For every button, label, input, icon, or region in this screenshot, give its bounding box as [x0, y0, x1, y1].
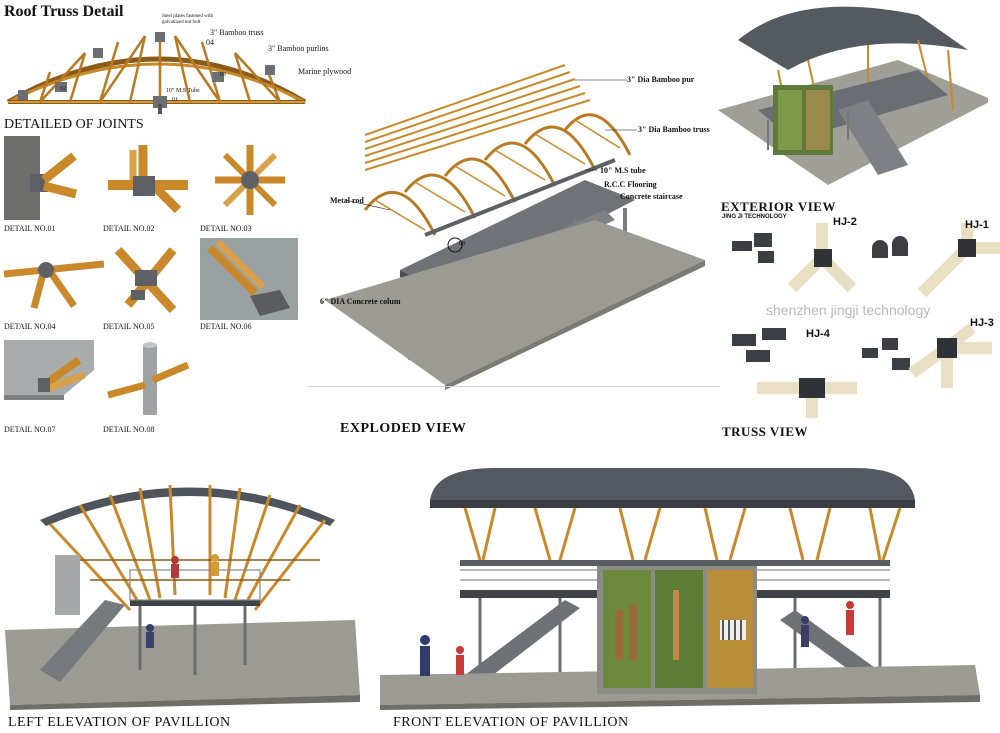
exploded-label-ms-tube: 10" M.S tube — [600, 166, 646, 175]
exploded-label-truss: 3" Dia Bamboo truss — [638, 125, 710, 134]
callout-marine-plywood: Marine plywood — [298, 67, 352, 76]
left-elevation-caption: LEFT ELEVATION OF PAVILLION — [8, 715, 231, 730]
detail-07-caption: DETAIL NO.07 — [4, 425, 56, 434]
part-label-hj-1: HJ-1 — [965, 219, 989, 231]
part-label-hj-4: HJ-4 — [806, 328, 830, 340]
callout-bamboo-truss: 3" Bamboo truss — [210, 28, 264, 37]
truss-view-watermark: shenzhen jingji technology — [766, 302, 931, 318]
detail-03-caption: DETAIL NO.03 — [200, 224, 252, 233]
callout-num-01: 01 — [172, 97, 178, 103]
front-elevation-caption: FRONT ELEVATION OF PAVILLION — [393, 715, 629, 730]
callout-num-02: 02 — [60, 86, 66, 92]
detail-05-caption: DETAIL NO.05 — [103, 322, 155, 331]
joints-heading: DETAILED OF JOINTS — [4, 117, 144, 132]
exploded-marker-08: 08 — [459, 241, 465, 247]
truss-view-drawing — [732, 223, 1000, 418]
callout-ms-tube: 10" M.S Tube — [166, 88, 200, 94]
detail-04-caption: DETAIL NO.04 — [4, 322, 56, 331]
detail-04-drawing — [4, 260, 104, 309]
exploded-label-flooring: R.C.C Flooring — [604, 180, 657, 189]
detail-03-drawing — [215, 145, 285, 215]
exterior-view-drawing — [718, 6, 988, 185]
exploded-label-metal-rod: Metal rod — [330, 196, 364, 205]
detail-05-drawing — [114, 246, 177, 314]
detail-08-drawing — [107, 342, 190, 415]
detail-06-drawing — [200, 238, 298, 320]
detail-01-drawing — [4, 136, 78, 220]
exterior-view-caption: EXTERIOR VIEW — [721, 199, 836, 214]
detail-01-caption: DETAIL NO.01 — [4, 224, 56, 233]
detail-07-drawing — [4, 340, 94, 400]
truss-view-caption: TRUSS VIEW — [722, 424, 809, 439]
roof-truss-drawing — [6, 32, 307, 114]
detail-08-caption: DETAIL NO.08 — [103, 425, 155, 434]
truss-title: Roof Truss Detail — [4, 3, 124, 20]
exploded-label-purlins: 3" Dia Bamboo pur — [627, 75, 695, 84]
left-elevation-drawing — [5, 484, 360, 710]
callout-num-04: 04 — [206, 38, 214, 47]
detail-02-drawing — [108, 145, 188, 214]
detail-02-caption: DETAIL NO.02 — [103, 224, 155, 233]
part-label-hj-3: HJ-3 — [970, 317, 994, 329]
callout-bamboo-purlins: 3" Bamboo purlins — [268, 44, 329, 53]
truss-view-brand: JING JI TECHNOLOGY — [722, 214, 787, 220]
callout-num-03: 03 — [220, 72, 226, 78]
exploded-view-caption: EXPLODED VIEW — [340, 421, 467, 436]
exploded-divider — [308, 386, 720, 387]
callout-steel-plates: Steel plates fastened with galvanized nu… — [162, 14, 213, 25]
exploded-label-staircase: Concrete staircase — [620, 192, 683, 201]
exploded-view-drawing — [325, 64, 705, 390]
front-elevation-drawing — [380, 468, 980, 710]
exploded-label-column: 6" DIA Concrete colum — [320, 297, 401, 306]
detail-06-caption: DETAIL NO.06 — [200, 322, 252, 331]
part-label-hj-2: HJ-2 — [833, 216, 857, 228]
